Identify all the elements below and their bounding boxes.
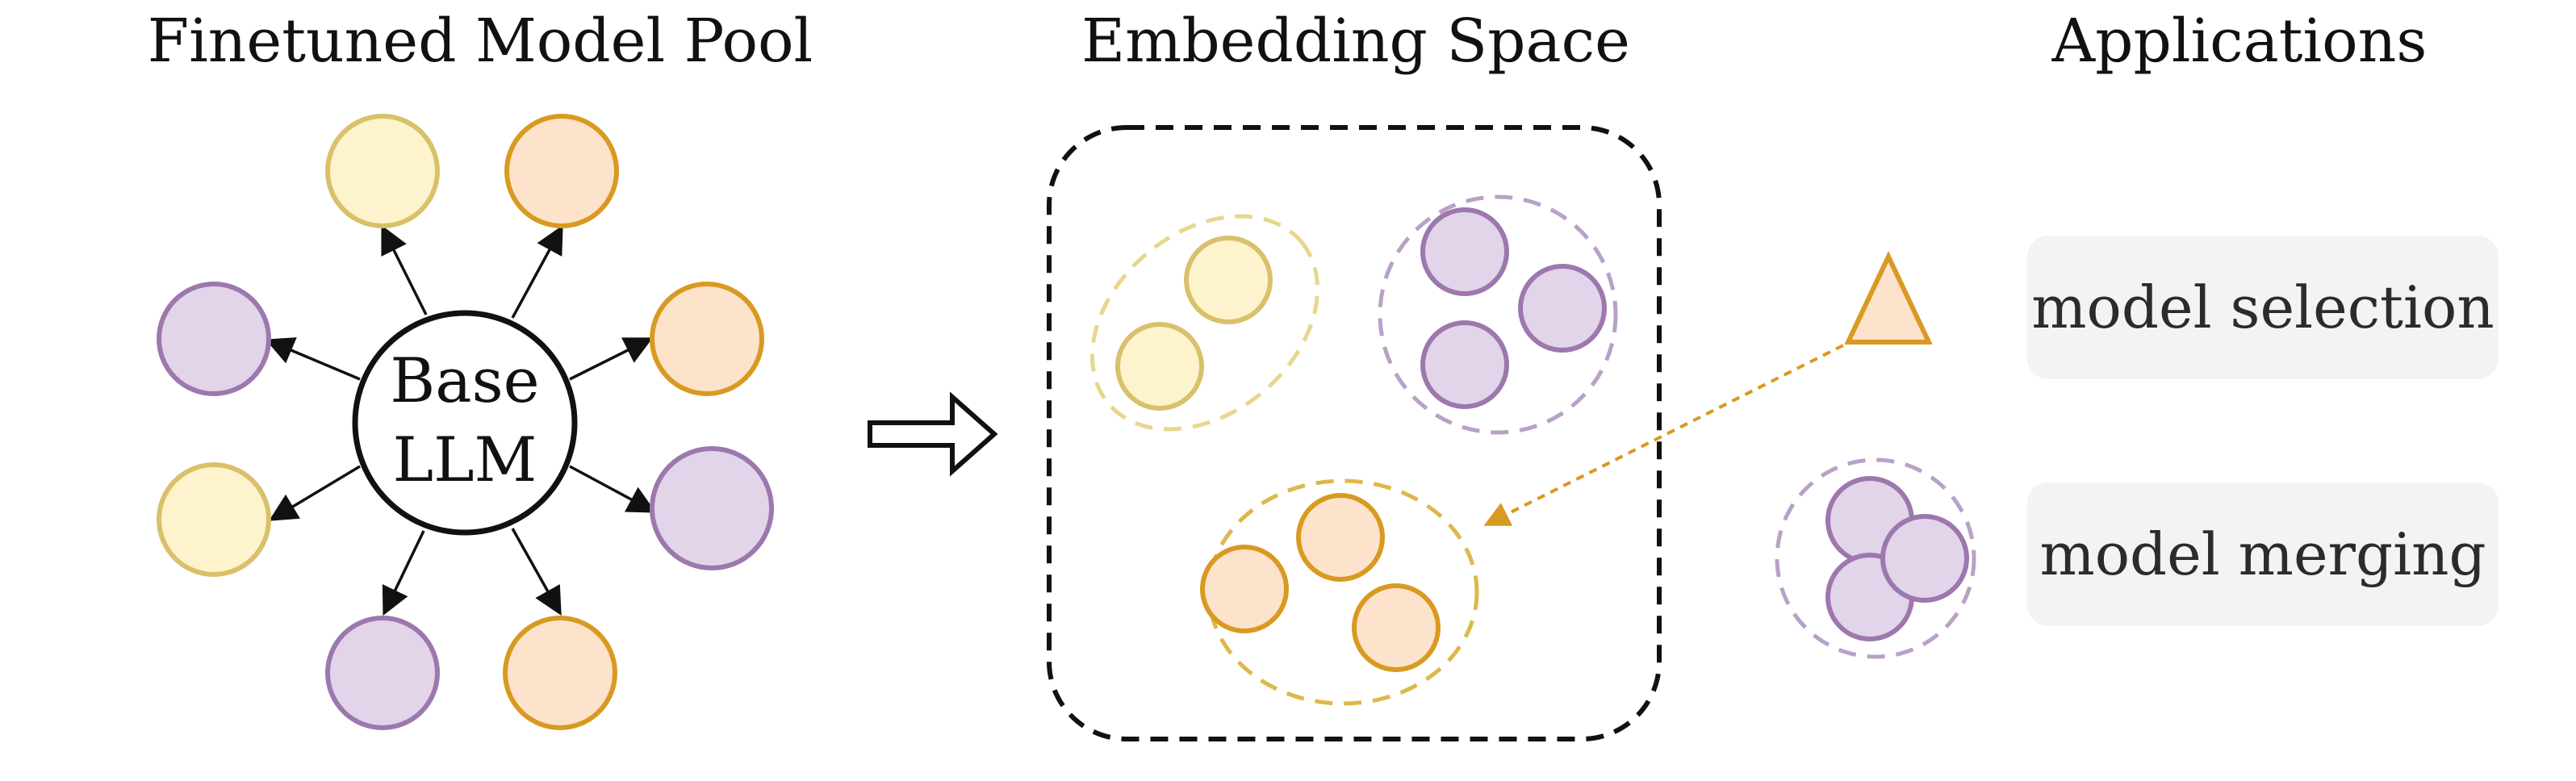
arrow-to-model-5 [268,465,361,521]
model-merging-box [2027,482,2499,626]
finetuned-model-purple [650,446,774,570]
base-llm-label-line2: LLM [393,424,537,495]
arrow-to-model-7 [382,530,425,616]
model-pool: Base LLM [157,114,774,730]
embedding-point-purple [1420,207,1509,296]
cluster-yellow-boundary [1089,214,1320,432]
embedding-point-purple [1518,264,1607,353]
finetuned-model-yellow [325,114,440,228]
query-triangle-icon [1844,250,1933,345]
arrow-to-model-2 [511,224,563,319]
merged-model-boundary [1775,457,1976,659]
embedding-point-orange [1296,493,1385,582]
finetuned-model-purple [157,282,271,396]
finetuned-model-orange [650,282,764,396]
finetuned-model-purple [325,616,440,730]
pool-arrows [265,224,657,616]
finetuned-model-orange [504,114,619,228]
arrow-to-model-3 [265,337,361,381]
base-llm-label-line1: Base [390,345,539,416]
base-llm-node [352,310,578,536]
embedding-space [1047,125,1662,741]
title-embedding: Embedding Space [1081,6,1630,76]
embedding-point-orange [1200,545,1289,633]
embedding-space-frame [1047,125,1662,741]
arrow-to-model-8 [511,528,562,616]
model-selection-label: model selection [2031,274,2494,341]
query-mapping-arrow [1483,344,1844,526]
applications: model selection model merging [1483,236,2499,659]
embedding-point-yellow [1184,236,1273,324]
title-applications: Applications [2051,6,2428,76]
arrow-to-model-4 [569,337,654,381]
embedding-point-yellow [1115,322,1204,411]
arrow-to-model-1 [381,224,428,315]
embedding-point-purple [1420,320,1509,409]
merged-model-member [1880,514,1969,603]
finetuned-model-orange [503,616,617,730]
transition-arrow-icon [868,391,998,477]
title-pool: Finetuned Model Pool [148,6,813,76]
finetuned-model-yellow [157,462,271,577]
cluster-purple-boundary [1378,194,1618,435]
embedding-point-orange [1352,583,1441,672]
model-merging-label: model merging [2039,520,2486,588]
arrow-to-model-6 [569,465,657,513]
model-selection-box [2027,236,2499,379]
